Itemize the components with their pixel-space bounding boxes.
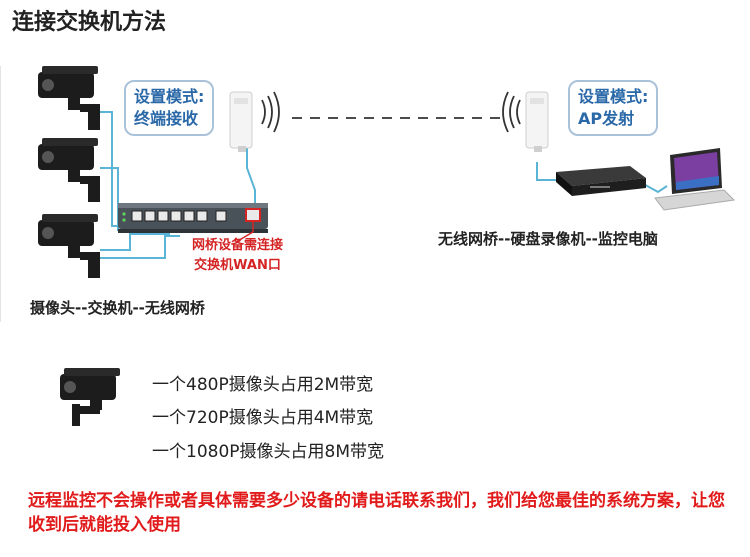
- callout-right-line2: AP发射: [578, 109, 635, 128]
- callout-left: 设置模式: 终端接收: [124, 80, 215, 136]
- wan-port: [245, 208, 261, 222]
- panel-edge: [0, 66, 11, 322]
- caption-right: 无线网桥--硬盘录像机--监控电脑: [438, 230, 658, 248]
- wan-note-line2: 交换机WAN口: [194, 258, 281, 273]
- cable-camera-4: [100, 235, 180, 259]
- wan-note: 网桥设备需连接 交换机WAN口: [192, 236, 283, 276]
- camera-icon: [38, 214, 100, 278]
- laptop-icon: [654, 148, 736, 211]
- signal-icon: [502, 91, 521, 133]
- camera-icon: [60, 368, 120, 426]
- caption-left: 摄像头--交换机--无线网桥: [30, 299, 205, 317]
- bridge-icon: [525, 91, 549, 152]
- bandwidth-720p: 一个720P摄像头占用4M带宽: [152, 408, 374, 428]
- cable-bridge-nvr: [536, 162, 556, 181]
- page-title: 连接交换机方法: [12, 10, 167, 35]
- switch-icon: [118, 203, 268, 233]
- callout-right-line1: 设置模式:: [578, 87, 649, 106]
- callout-right: 设置模式: AP发射: [568, 80, 659, 136]
- bandwidth-480p: 一个480P摄像头占用2M带宽: [152, 375, 374, 395]
- contact-footer: 远程监控不会操作或者具体需要多少设备的请电话联系我们，我们给您最佳的系统方案，让…: [28, 491, 725, 535]
- camera-icon: [38, 138, 100, 202]
- bandwidth-1080p: 一个1080P摄像头占用8M带宽: [152, 442, 384, 462]
- callout-left-line2: 终端接收: [134, 109, 199, 128]
- network-diagram: [38, 66, 736, 278]
- camera-icon: [38, 66, 100, 130]
- bridge-icon: [229, 91, 253, 152]
- wan-pointer: [235, 222, 254, 243]
- signal-icon: [261, 91, 280, 133]
- cable-camera-3: [100, 233, 170, 251]
- wan-note-line1: 网桥设备需连接: [192, 238, 284, 253]
- callout-left-line1: 设置模式:: [134, 87, 205, 106]
- nvr-icon: [556, 166, 646, 196]
- cable-switch-bridge: [246, 145, 256, 210]
